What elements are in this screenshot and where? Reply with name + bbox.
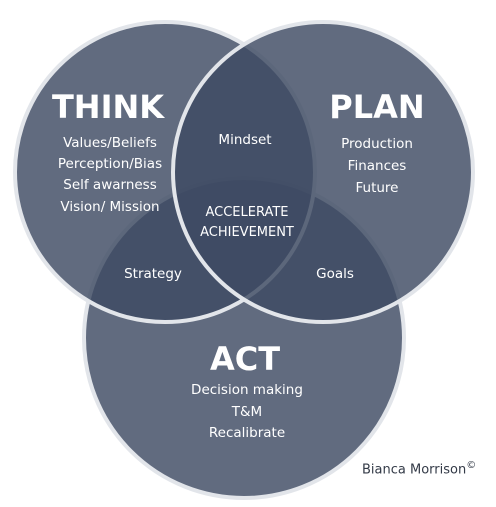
plan-item: Production bbox=[341, 136, 413, 152]
plan-title: PLAN bbox=[329, 88, 424, 126]
act-title: ACT bbox=[210, 340, 280, 378]
think-title: THINK bbox=[52, 88, 165, 126]
overlap-think-plan: Mindset bbox=[218, 132, 271, 148]
overlap-think-act: Strategy bbox=[124, 266, 182, 282]
copyright-mark: © bbox=[466, 460, 477, 471]
act-item: T&M bbox=[231, 404, 262, 420]
author-credit: Bianca Morrison© bbox=[362, 460, 476, 477]
think-item: Values/Beliefs bbox=[63, 135, 157, 151]
act-item: Recalibrate bbox=[209, 425, 285, 441]
think-item: Vision/ Mission bbox=[60, 199, 159, 215]
center-label-line2: ACHIEVEMENT bbox=[200, 225, 294, 240]
think-item: Perception/Bias bbox=[58, 156, 162, 172]
overlap-plan-act: Goals bbox=[316, 266, 354, 282]
act-item: Decision making bbox=[191, 382, 303, 398]
circle-plan bbox=[171, 20, 475, 324]
center-label-line1: ACCELERATE bbox=[205, 205, 288, 220]
think-item: Self awarness bbox=[63, 177, 157, 193]
plan-item: Future bbox=[356, 180, 399, 196]
author-name: Bianca Morrison bbox=[362, 462, 467, 478]
plan-item: Finances bbox=[348, 158, 407, 174]
